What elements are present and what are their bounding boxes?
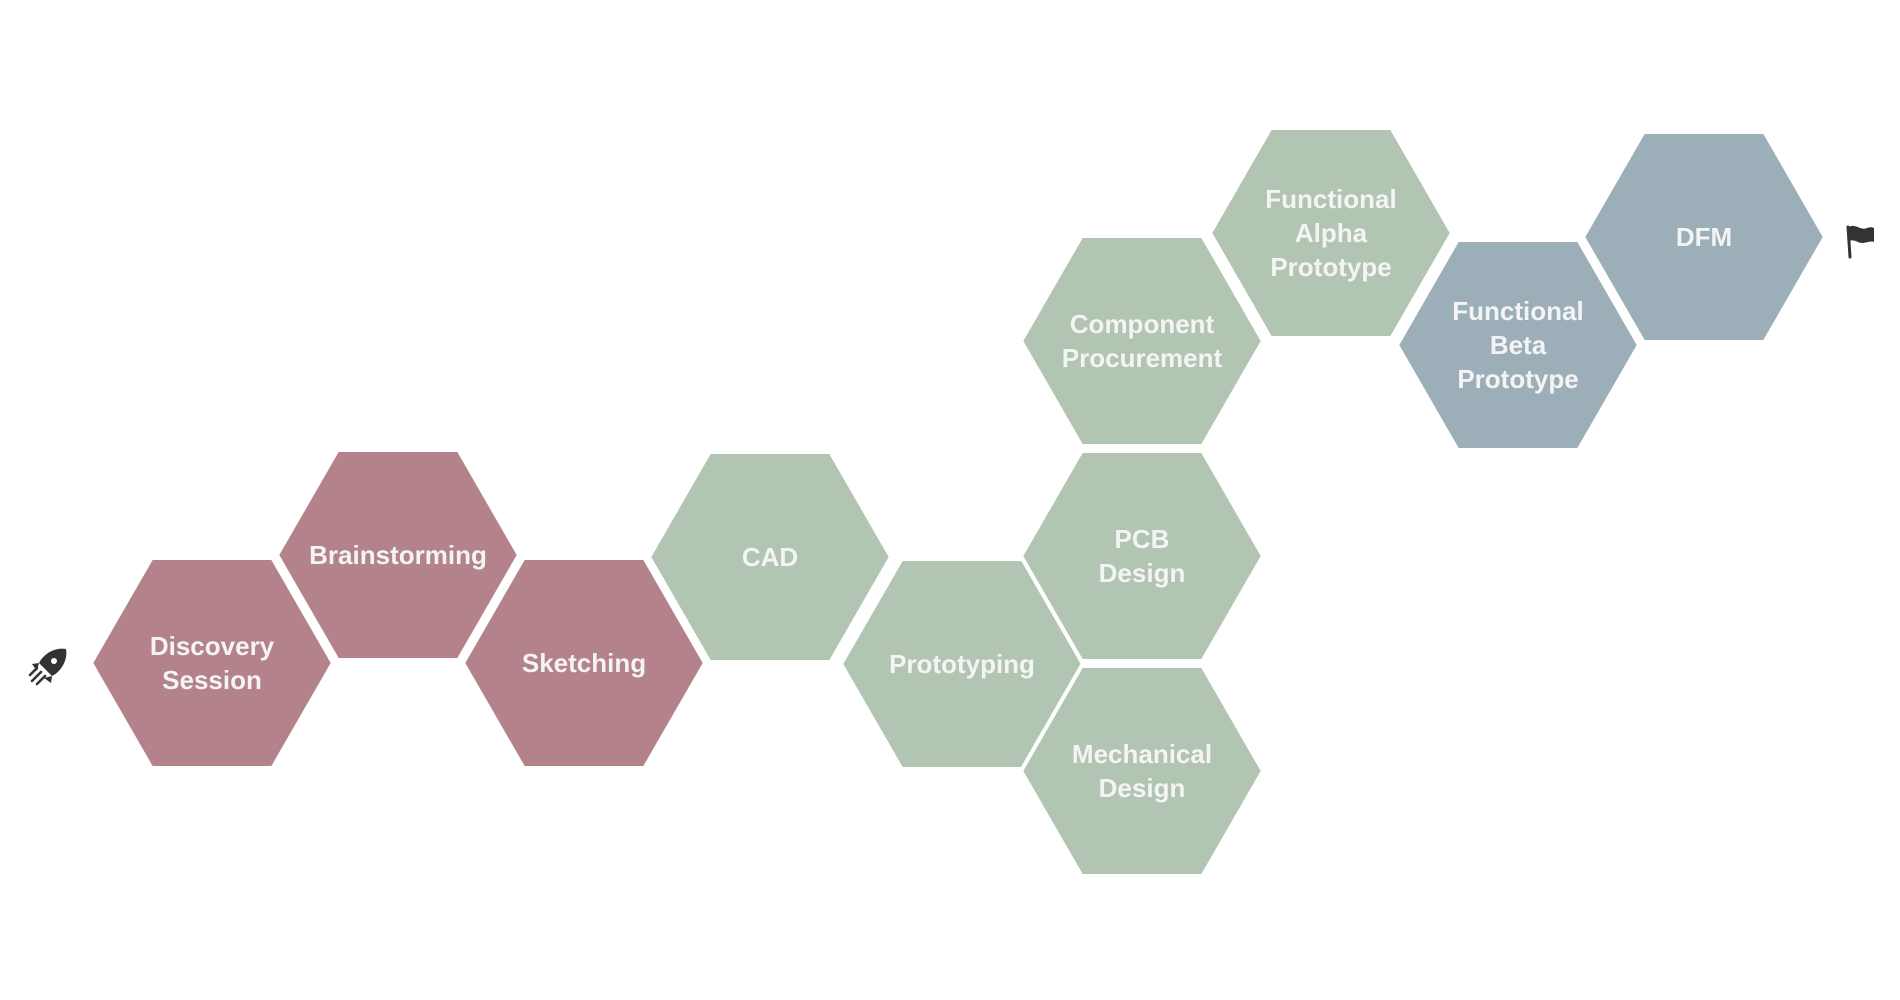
hex-pcb-design: PCB Design (1018, 449, 1266, 663)
hex-shape (1018, 234, 1266, 448)
hex-label-line: Functional (1452, 296, 1583, 326)
hex-shape (88, 556, 336, 770)
hex-label-line: Alpha (1295, 218, 1368, 248)
hex-shape (1018, 664, 1266, 878)
hex-label-line: PCB (1115, 524, 1170, 554)
hex-label-line: CAD (742, 542, 798, 572)
hex-label-line: Mechanical (1072, 739, 1212, 769)
hex-label-line: Brainstorming (309, 540, 487, 570)
hex-shape (1394, 238, 1642, 452)
hex-label: CAD (742, 542, 798, 572)
hex-shape (1580, 130, 1828, 344)
hex-label-line: Sketching (522, 648, 646, 678)
hex-label: Sketching (522, 648, 646, 678)
hex-label-line: Design (1099, 558, 1186, 588)
hex-sketching: Sketching (460, 556, 708, 770)
hex-label: Brainstorming (309, 540, 487, 570)
hex-shape (1018, 449, 1266, 663)
hex-label-line: Component (1070, 309, 1215, 339)
hex-label-line: Prototype (1457, 364, 1578, 394)
hex-label: PCB Design (1099, 524, 1186, 588)
hex-label-line: Functional (1265, 184, 1396, 214)
hex-label-line: DFM (1676, 222, 1732, 252)
hex-prototyping: Prototyping (838, 557, 1086, 771)
hex-label: Prototyping (889, 649, 1035, 679)
hex-label-line: Beta (1490, 330, 1547, 360)
hex-shape (460, 556, 708, 770)
hex-shape (274, 448, 522, 662)
hex-label-line: Discovery (150, 631, 275, 661)
hex-cad: CAD (646, 450, 894, 664)
hex-label-line: Prototyping (889, 649, 1035, 679)
hex-shape (646, 450, 894, 664)
hex-label-line: Session (162, 665, 262, 695)
hex-label-line: Procurement (1062, 343, 1223, 373)
hex-label: DFM (1676, 222, 1732, 252)
hex-dfm: DFM (1580, 130, 1828, 344)
rocket-icon (28, 648, 67, 686)
hex-brainstorming: Brainstorming (274, 448, 522, 662)
hex-label-line: Prototype (1270, 252, 1391, 282)
hex-shape (1207, 126, 1455, 340)
flag-icon (1846, 225, 1874, 259)
hex-label-line: Design (1099, 773, 1186, 803)
